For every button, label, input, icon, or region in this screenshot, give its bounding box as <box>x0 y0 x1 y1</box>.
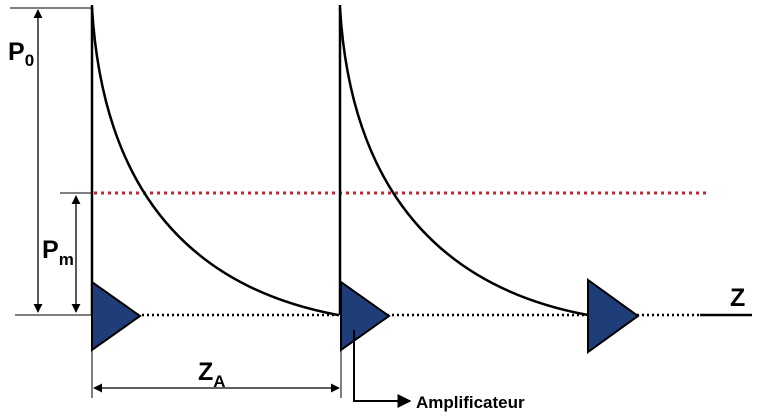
za-label: ZA <box>198 358 226 391</box>
amplifier-callout-line <box>353 330 412 408</box>
pm-label: Pm <box>42 236 74 269</box>
amplifier-label: Amplificateur <box>416 393 525 412</box>
p0-dimension <box>10 7 92 313</box>
p0-label: P0 <box>8 38 34 70</box>
z-axis-label: Z <box>730 284 745 312</box>
amplifier-triangle-1 <box>91 280 142 352</box>
pm-dimension <box>60 192 92 313</box>
za-dimension <box>91 350 342 398</box>
decay-curve-1 <box>90 7 339 317</box>
decay-curve-2 <box>338 7 589 317</box>
amplifier-triangle-3 <box>587 278 640 354</box>
amplifier-triangle-2 <box>340 280 391 352</box>
